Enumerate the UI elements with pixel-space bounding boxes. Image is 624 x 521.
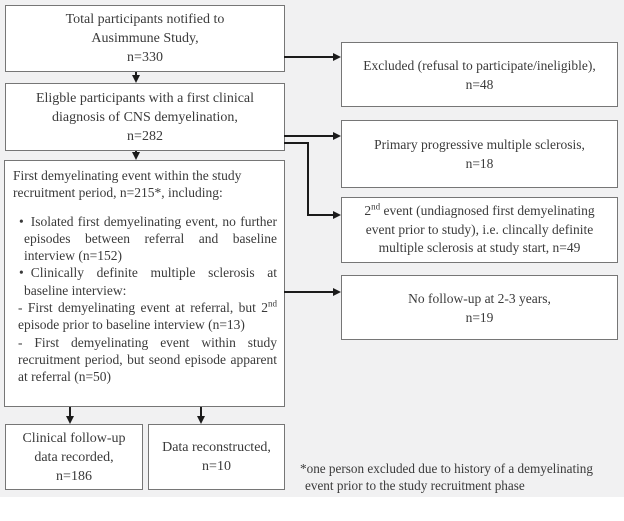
box-total-participants: Total participants notified to Ausimmune… [5,5,285,72]
box-header-line: recruitment period, n=215*, including: [13,185,223,201]
box-text-line: Total participants notified to [65,12,225,27]
box-header-line: First demyelinating event within the stu… [13,168,242,183]
bullet-text: Isolated first demyelinating event, no f… [24,213,277,264]
footnote: *one person excluded due to history of a… [300,461,620,494]
arrow-down-icon [131,152,140,160]
box-count: n=330 [127,50,163,65]
arrow-down-icon [65,416,74,424]
footnote-line: *one person excluded due to history of a… [300,461,593,476]
box-text-line: data recorded, [34,449,114,465]
box-text-line: Eligble participants with a first clinic… [35,90,255,106]
box-text: event (undiagnosed first demyelinating [380,203,595,219]
box-data-reconstructed: Data reconstructed, n=10 [148,424,285,490]
box-first-demyelinating-event: First demyelinating event within the stu… [4,160,285,407]
box-text-line: Primary progressive multiple sclerosis, [374,137,585,152]
sub-item-text: - First demyelinating event at referral,… [18,300,268,316]
box-count: n=19 [465,309,494,325]
bullet-glyph: • [19,265,24,281]
arrow-down-icon [196,416,205,424]
superscript-ordinal: nd [371,201,381,212]
arrow-firstevent-to-data-line [200,407,202,417]
bullet-text: Clinically definite multiple sclerosis a… [24,265,277,298]
box-text-line: Clinical follow-up [22,430,126,446]
box-text-line: 2nd event (undiagnosed first demyelinati… [364,202,594,221]
elbow-eligible-to-secondevent-segment [307,214,334,216]
sub-item-text: - First demyelinating event within study… [18,334,277,385]
bullet-glyph: • [19,213,24,229]
arrow-down-icon [131,75,140,83]
box-second-event: 2nd event (undiagnosed first demyelinati… [341,197,618,263]
sub-item-event-in-period: - First demyelinating event within study… [13,334,277,386]
sub-item-text: episode prior to baseline interview (n=1… [18,317,245,333]
box-text-line: multiple sclerosis at study start, n=49 [378,240,581,256]
arrow-right-icon [333,210,341,219]
box-count: n=282 [127,128,163,144]
arrow-right-icon [333,52,341,61]
box-text: 2 [364,203,372,219]
box-no-followup: No follow-up at 2-3 years, n=19 [341,275,618,340]
sub-item-event-at-referral: - First demyelinating event at referral,… [13,299,277,334]
box-count: n=18 [465,156,494,171]
box-eligible-participants: Eligble participants with a first clinic… [5,83,285,151]
box-count: n=48 [465,76,494,92]
box-text-line: No follow-up at 2-3 years, [408,290,551,306]
arrow-total-to-excluded-line [284,56,334,58]
elbow-eligible-to-secondevent-segment [284,142,309,144]
box-text-line: event prior to study), i.e. clincally de… [365,221,594,237]
arrow-firstevent-to-nofollowup-line [284,291,334,293]
footnote-line: event prior to the study recruitment pha… [305,477,525,493]
arrow-eligible-to-ppms-line [284,135,334,137]
box-primary-progressive-ms: Primary progressive multiple sclerosis, … [341,120,618,188]
arrow-right-icon [333,131,341,140]
arrow-firstevent-to-clinical-line [69,407,71,417]
box-text-line: Excluded (refusal to participate/ineligi… [363,57,596,73]
arrow-total-to-eligible-line [135,72,137,77]
bullet-item-isolated-event: •Isolated first demyelinating event, no … [13,213,277,265]
elbow-eligible-to-secondevent-segment [307,142,309,216]
box-text-line: Ausimmune Study, [91,31,199,46]
box-count: n=10 [202,459,231,474]
box-clinical-followup-recorded: Clinical follow-up data recorded, n=186 [5,424,143,490]
box-count: n=186 [56,468,92,484]
bullet-item-definite-ms: •Clinically definite multiple sclerosis … [13,264,277,299]
box-excluded: Excluded (refusal to participate/ineligi… [341,42,618,107]
arrow-right-icon [333,287,341,296]
superscript-ordinal: nd [268,298,277,309]
box-text-line: Data reconstructed, [162,440,271,455]
box-text-line: diagnosis of CNS demyelination, [52,109,238,125]
